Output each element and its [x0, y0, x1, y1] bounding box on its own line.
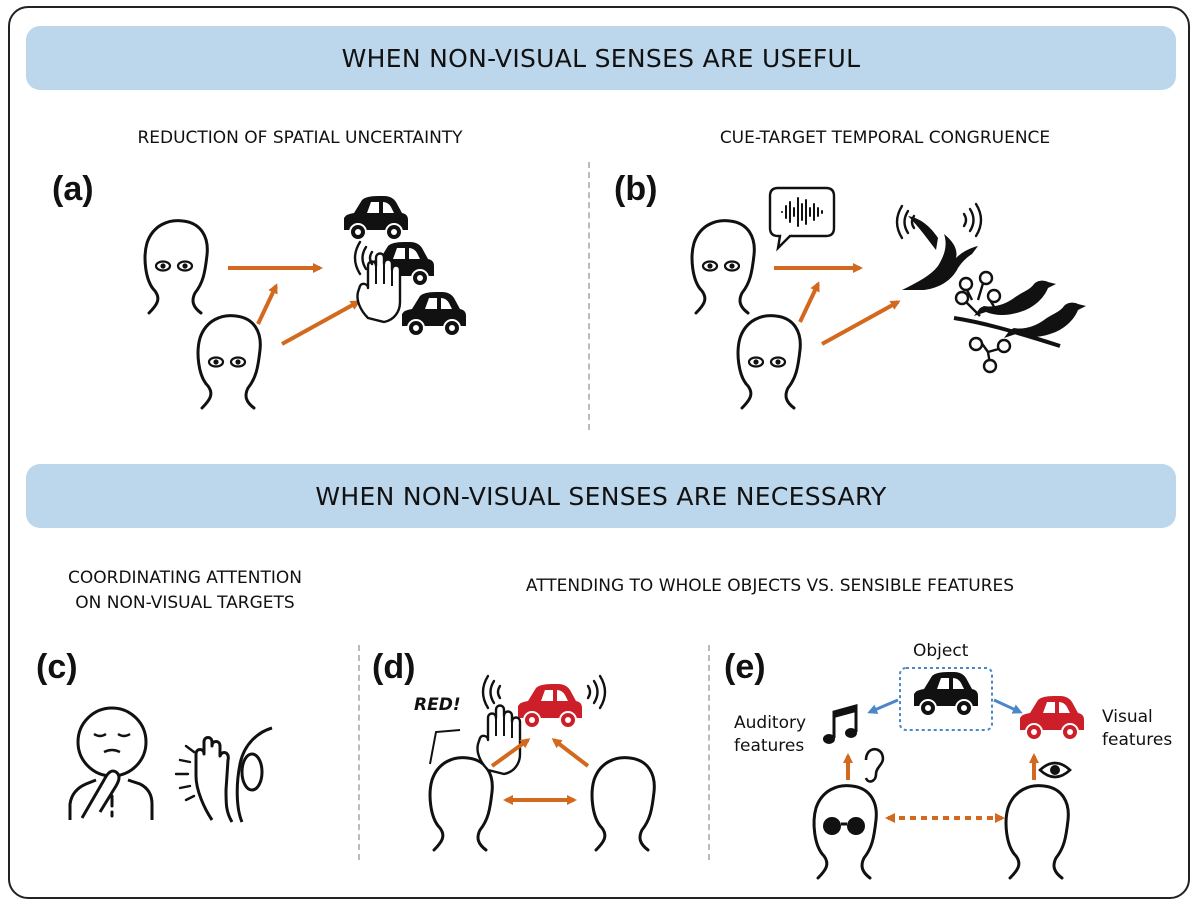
car-icon: [1019, 695, 1085, 741]
panel-a-art: [143, 195, 467, 410]
visual-features-label: Visual features: [1102, 706, 1172, 752]
car-icon: [343, 195, 409, 241]
panel-label-b: (b): [614, 170, 658, 208]
panel-label-e: (e): [724, 648, 766, 686]
sound-wave-icon: [962, 202, 983, 238]
arrow: [798, 281, 820, 323]
panel-c-art: [68, 706, 273, 823]
banner-useful: WHEN NON-VISUAL SENSES ARE USEFUL: [26, 26, 1176, 90]
divider-de: [708, 645, 710, 860]
red-speech-label: RED!: [414, 695, 461, 715]
car-icon: [401, 291, 467, 337]
auditory-line2: features: [734, 735, 805, 756]
head-icon: [196, 314, 262, 410]
music-note-icon: [823, 704, 858, 744]
auditory-line1: Auditory: [734, 713, 807, 733]
bird-icon: [974, 280, 1056, 316]
arrow: [281, 300, 361, 346]
auditory-features-label: Auditory features: [734, 712, 806, 758]
bird-icon: [902, 216, 978, 290]
ear-icon: [864, 747, 885, 783]
object-box: [899, 667, 993, 731]
head-icon: [690, 219, 756, 315]
sound-wave-icon: [586, 674, 607, 710]
eyes-icon: [701, 260, 741, 272]
subtitle-spatial: REDUCTION OF SPATIAL UNCERTAINTY: [137, 128, 463, 148]
sound-wave-icon: [895, 204, 916, 240]
head-icon: [143, 219, 209, 315]
panel-b-art: [690, 186, 1086, 410]
blind-person-icon: [68, 706, 154, 820]
car-icon: [517, 683, 583, 729]
eye-icon: [1038, 761, 1072, 779]
car-icon: [913, 671, 979, 717]
branch-icon: [953, 270, 1061, 374]
arrow: [551, 738, 590, 768]
panel-label-d: (d): [372, 648, 416, 686]
panel-e-art: [812, 667, 1085, 880]
hand-to-ear-icon: [174, 726, 273, 823]
head-icon: [736, 314, 802, 410]
banner-necessary: WHEN NON-VISUAL SENSES ARE NECESSARY: [26, 464, 1176, 528]
subtitle-temporal: CUE-TARGET TEMPORAL CONGRUENCE: [719, 128, 1051, 148]
subtitle-coordinating: COORDINATING ATTENTION ON NON-VISUAL TAR…: [10, 566, 360, 615]
arrow: [256, 283, 278, 325]
head-icon: [1004, 784, 1070, 880]
eyes-icon: [207, 356, 247, 368]
speech-bubble-icon: [768, 186, 836, 252]
head-icon: [812, 784, 878, 880]
subtitle-coordinating-line1: COORDINATING ATTENTION: [68, 568, 302, 588]
figure-frame: [8, 6, 1190, 899]
head-icon: [428, 756, 494, 852]
arrow: [490, 738, 531, 768]
blue-arrow: [993, 698, 1023, 714]
divider-cd: [358, 645, 360, 860]
panel-label-a: (a): [52, 170, 94, 208]
visual-line1: Visual: [1102, 707, 1153, 727]
head-icon: [590, 756, 656, 852]
subtitle-attending: ATTENDING TO WHOLE OBJECTS VS. SENSIBLE …: [525, 576, 1015, 596]
sound-wave-icon: [481, 674, 502, 710]
subtitle-coordinating-line2: ON NON-VISUAL TARGETS: [75, 592, 295, 613]
panel-d-art: [428, 674, 656, 852]
visual-line2: features: [1102, 729, 1173, 750]
speech-line: [429, 729, 461, 765]
panel-label-c: (c): [36, 648, 78, 686]
hand-icon: [476, 704, 522, 776]
divider-ab: [588, 162, 590, 430]
blue-arrow: [867, 698, 899, 714]
eyes-icon: [747, 356, 787, 368]
eyes-icon: [154, 260, 194, 272]
sunglasses-icon: [823, 817, 865, 835]
arrow: [821, 300, 901, 346]
object-label: Object: [913, 641, 969, 661]
